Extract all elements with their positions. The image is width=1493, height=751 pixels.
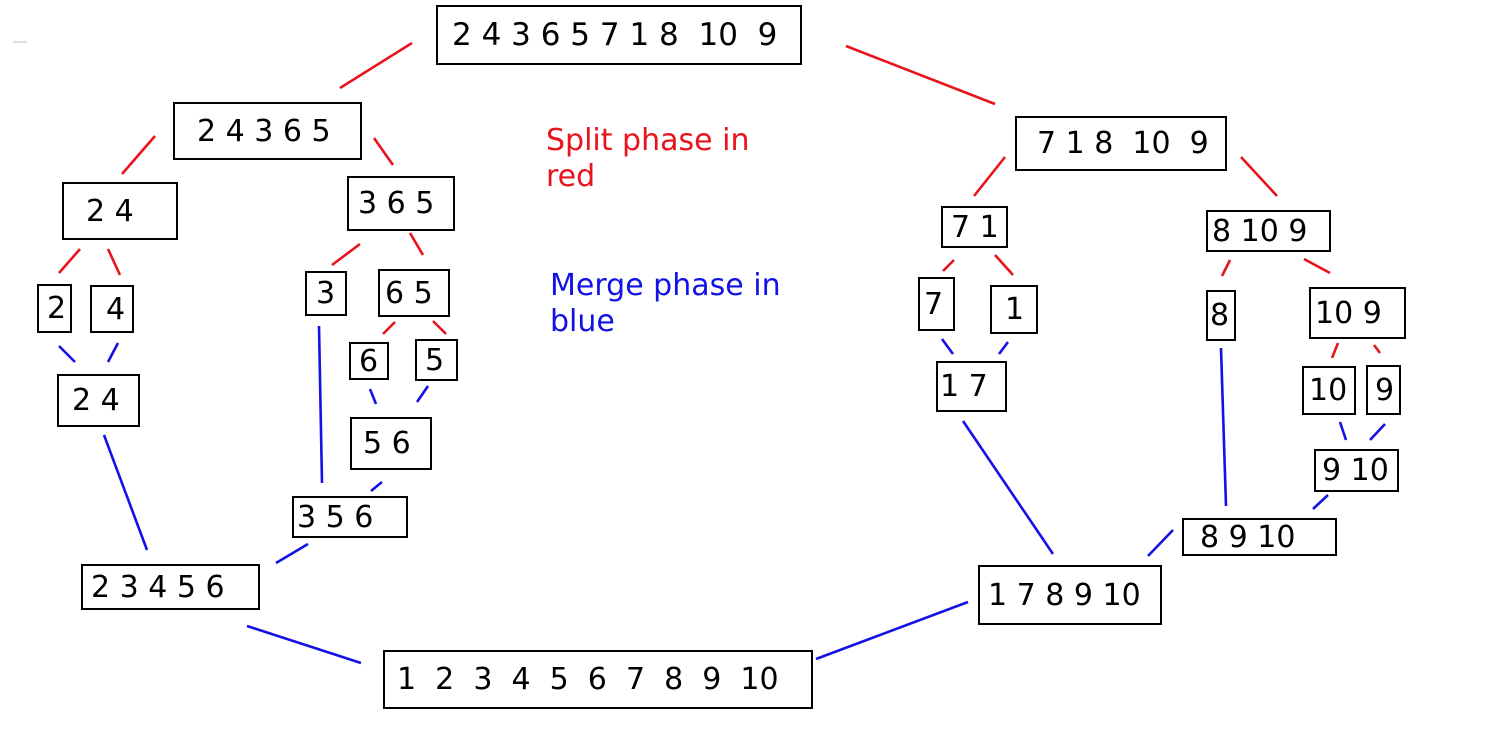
split-connector-line [972,156,1007,197]
node-3: 3 [305,271,347,316]
split-connector-line [1220,259,1232,277]
node-2: 2 [37,284,72,333]
split-connector-line [339,41,413,90]
split-connector-line [994,254,1014,276]
node-5: 5 [415,339,458,381]
node-merged-1-7: 1 7 [936,361,1007,412]
split-connector-line [845,44,996,106]
node-9: 9 [1366,365,1401,415]
split-connector-line [1372,344,1382,354]
merge-connector-line [370,480,383,493]
merge-connector-line [246,624,362,665]
node-6: 6 [349,342,389,380]
node-2-4: 2 4 [62,182,178,240]
split-phase-legend: Split phase in red [546,123,749,195]
split-connector-line [331,242,361,267]
node-7-1: 7 1 [941,206,1008,248]
node-1: 1 [990,285,1038,334]
merge-connector-line [275,542,309,565]
node-6-5: 6 5 [378,269,450,317]
merge-connector-line [102,434,149,551]
merge-connector-line [1369,423,1386,441]
split-connector-line [1240,156,1278,197]
split-connector-line [1330,342,1340,359]
node-merged-3-5-6: 3 5 6 [292,496,408,538]
connector-lines [13,41,1386,665]
merge-connector-line [106,342,120,363]
node-merged-1-7-8-9-10: 1 7 8 9 10 [978,565,1162,625]
merge-connector-line [1219,347,1228,507]
split-connector-line [121,135,156,175]
node-8: 8 [1206,290,1236,341]
node-10-9: 10 9 [1309,287,1406,339]
node-merged-8-9-10: 8 9 10 [1182,518,1337,556]
merge-connector-line [961,420,1055,555]
merge-connector-line [317,325,324,484]
node-8-10-9: 8 10 9 [1206,210,1331,252]
merge-connector-line [415,385,430,403]
node-merged-2-4: 2 4 [57,374,140,427]
split-connector-line [942,259,955,272]
node-left-half: 2 4 3 6 5 [173,102,362,160]
split-connector-line [1303,257,1331,275]
node-merged-9-10: 9 10 [1314,449,1399,492]
node-7: 7 [918,277,955,331]
node-4: 4 [90,285,134,333]
merge-connector-line [368,388,378,405]
merge-connector-line [940,338,955,355]
node-right-half: 7 1 8 10 9 [1015,116,1227,171]
split-connector-line [408,232,425,256]
split-connector-line [58,248,81,274]
node-merged-5-6: 5 6 [350,417,432,470]
merge-connector-line [997,341,1010,355]
split-connector-line [106,248,122,276]
merge-connector-line [1312,494,1329,510]
node-merged-2-3-4-5-6: 2 3 4 5 6 [81,564,260,610]
merge-connector-line [1338,421,1348,441]
split-connector-line [372,137,395,166]
split-connector-line [382,321,396,335]
merge-connector-line [1147,529,1174,557]
merge-phase-legend: Merge phase in blue [550,268,781,340]
split-connector-line [432,320,447,335]
node-3-6-5: 3 6 5 [347,176,455,231]
merge-connector-line [58,345,76,363]
node-root: 2 4 3 6 5 7 1 8 10 9 [436,5,802,65]
node-10: 10 [1302,366,1356,415]
merge-legend-line-1: Merge phase in [550,268,781,303]
split-legend-line-2: red [546,159,596,194]
split-legend-line-1: Split phase in [546,123,750,158]
merge-legend-line-2: blue [550,304,615,339]
node-final-sorted: 1 2 3 4 5 6 7 8 9 10 [383,650,813,709]
merge-connector-line [815,600,969,661]
